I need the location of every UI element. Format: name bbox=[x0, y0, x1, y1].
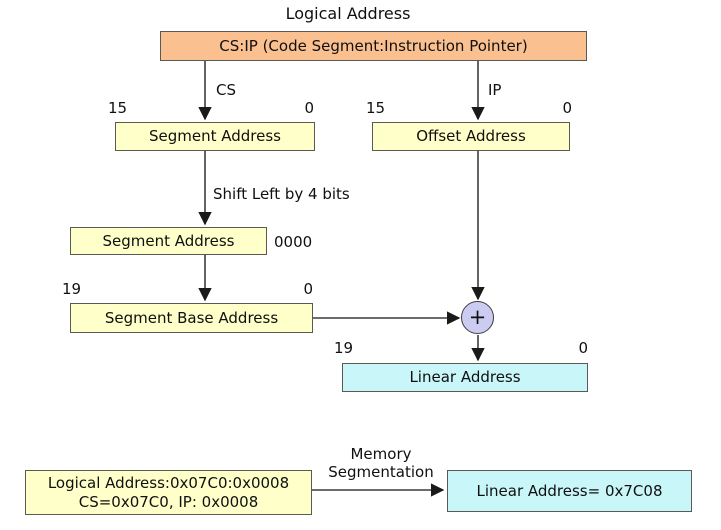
segment-base-bit-range: 19 0 bbox=[62, 280, 313, 298]
ip-arrow-label: IP bbox=[488, 81, 502, 99]
offset-address-bit-range: 15 0 bbox=[366, 99, 572, 117]
logical-address-example-box: Logical Address:0x07C0:0x0008 CS=0x07C0,… bbox=[25, 470, 312, 515]
linear-address-result-box: Linear Address= 0x7C08 bbox=[447, 470, 692, 512]
bit-high-label: 15 bbox=[366, 99, 386, 117]
cs-arrow-label: CS bbox=[216, 81, 236, 99]
segment-address-box: Segment Address bbox=[115, 122, 315, 151]
appended-zeros-label: 0000 bbox=[274, 233, 313, 251]
shifted-segment-address-box: Segment Address bbox=[70, 227, 267, 255]
bit-high-label: 19 bbox=[62, 280, 82, 298]
shift-left-label: Shift Left by 4 bits bbox=[213, 185, 350, 203]
memory-segmentation-label-line1: Memory bbox=[350, 445, 412, 463]
logical-address-example-line2: CS=0x07C0, IP: 0x0008 bbox=[78, 492, 259, 511]
linear-address-bit-range: 19 0 bbox=[334, 339, 588, 357]
adder-plus-icon: + bbox=[461, 301, 494, 334]
memory-segmentation-label: Memory Segmentation bbox=[315, 445, 447, 481]
offset-address-box: Offset Address bbox=[372, 122, 570, 151]
segment-base-address-box: Segment Base Address bbox=[70, 303, 313, 333]
bit-low-label: 0 bbox=[562, 99, 572, 117]
memory-segmentation-label-line2: Segmentation bbox=[328, 463, 434, 481]
csip-box: CS:IP (Code Segment:Instruction Pointer) bbox=[160, 31, 587, 61]
diagram-title: Logical Address bbox=[285, 4, 411, 23]
bit-low-label: 0 bbox=[304, 99, 314, 117]
bit-high-label: 19 bbox=[334, 339, 354, 357]
segment-address-bit-range: 15 0 bbox=[108, 99, 314, 117]
bit-low-label: 0 bbox=[303, 280, 313, 298]
bit-high-label: 15 bbox=[108, 99, 128, 117]
linear-address-box: Linear Address bbox=[342, 363, 588, 392]
bit-low-label: 0 bbox=[578, 339, 588, 357]
logical-address-example-line1: Logical Address:0x07C0:0x0008 bbox=[47, 473, 290, 492]
